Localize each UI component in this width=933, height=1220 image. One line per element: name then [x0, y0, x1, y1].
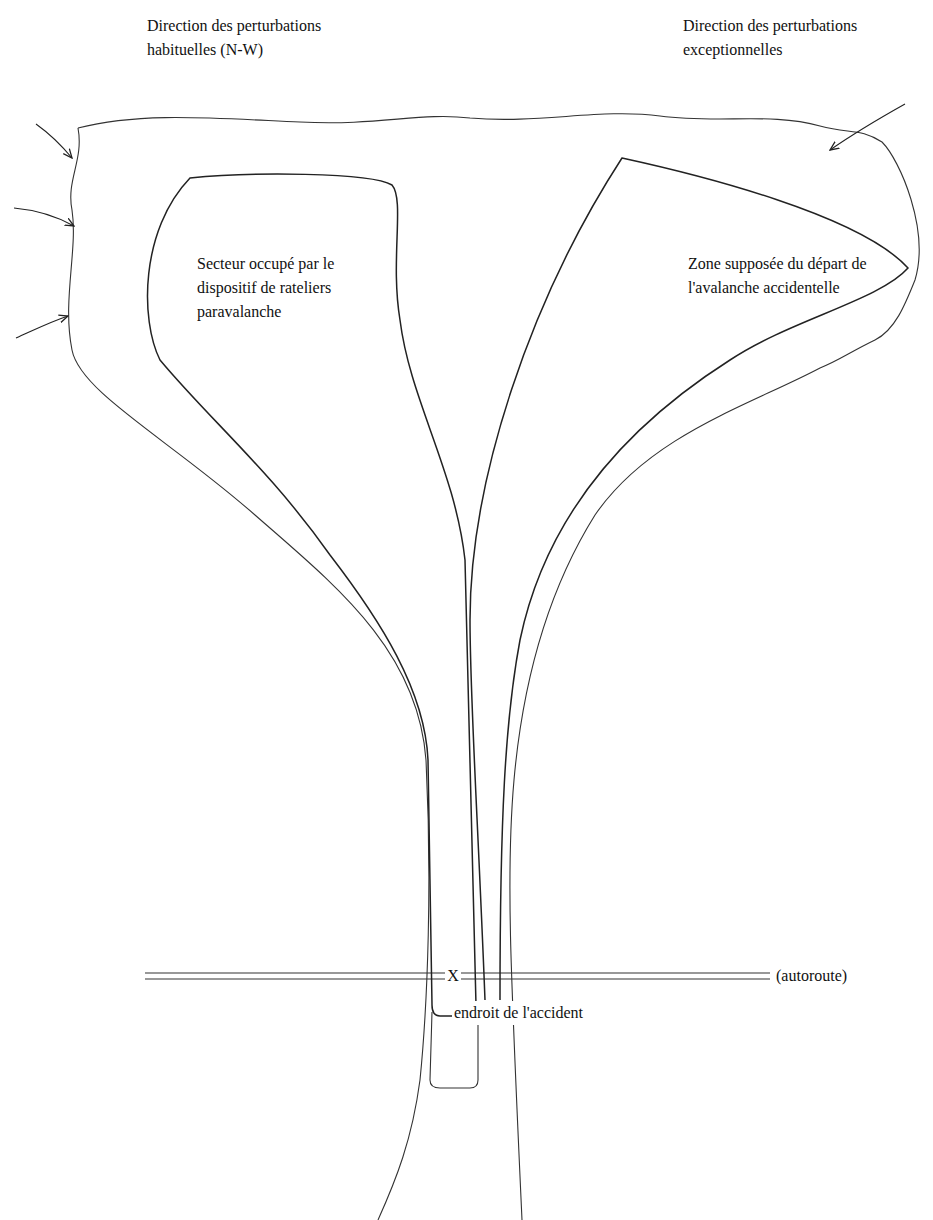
- motorway-label: (autoroute): [774, 964, 849, 988]
- wind-direction-label: Direction des perturbations exceptionnel…: [683, 14, 898, 62]
- wind-arrow: [14, 208, 74, 226]
- avalanche-barrier-sector: Secteur occupé par le dispositif de rate…: [140, 168, 482, 1024]
- lobe-outline: [148, 174, 476, 1016]
- zone-label: Zone supposée du départ de l'avalanche a…: [688, 252, 888, 300]
- accident-mark: X: [445, 964, 461, 988]
- lobe-outline: [462, 150, 914, 1006]
- avalanche-outline: [78, 114, 919, 1220]
- wind-arrow: [36, 124, 72, 158]
- wind-arrow: [830, 104, 905, 150]
- lobe-outline: [140, 168, 482, 1024]
- accident-label: endroit de l'accident: [452, 1001, 585, 1025]
- wind-direction-label: Direction des perturbations habituelles …: [147, 14, 362, 62]
- wind-arrow: [16, 316, 68, 338]
- avalanche-outline: [69, 128, 429, 1220]
- lobe-outline: [470, 158, 908, 1000]
- zone-label: Secteur occupé par le dispositif de rate…: [197, 252, 375, 324]
- avalanche-start-zone: Zone supposée du départ de l'avalanche a…: [462, 150, 914, 1006]
